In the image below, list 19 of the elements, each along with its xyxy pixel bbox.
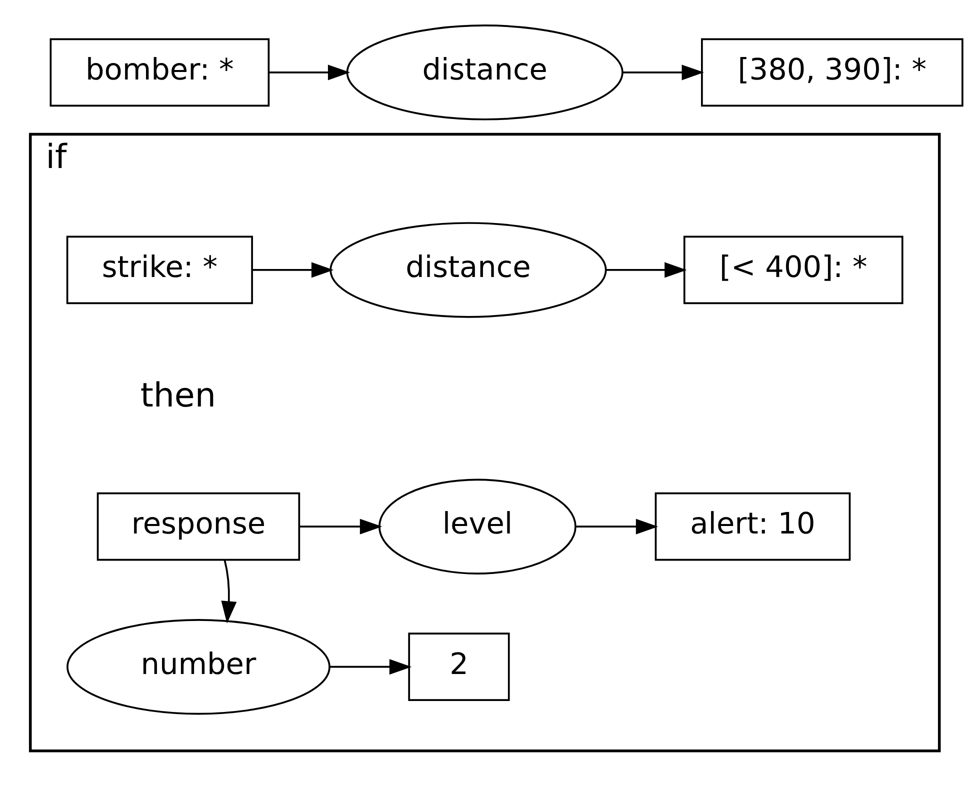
node-box: alert: 10 — [654, 492, 851, 560]
node-box: bomber: * — [50, 38, 270, 106]
node-ellipse: level — [378, 478, 576, 574]
node-ellipse: distance — [346, 24, 624, 120]
node-ellipse: number — [66, 618, 330, 714]
node-box: strike: * — [66, 235, 253, 304]
node-box: [< 400]: * — [683, 235, 904, 304]
arrow — [252, 262, 334, 278]
arrow — [622, 64, 704, 80]
node-ellipse: distance — [330, 222, 607, 318]
arrow — [299, 518, 382, 534]
arrow — [605, 262, 687, 278]
node-box: response — [96, 492, 300, 560]
node-box: [380, 390]: * — [701, 38, 964, 106]
arrow — [576, 518, 658, 534]
arrow — [221, 559, 237, 623]
arrow — [329, 658, 412, 674]
node-box: 2 — [408, 632, 510, 701]
arrow — [268, 64, 350, 80]
